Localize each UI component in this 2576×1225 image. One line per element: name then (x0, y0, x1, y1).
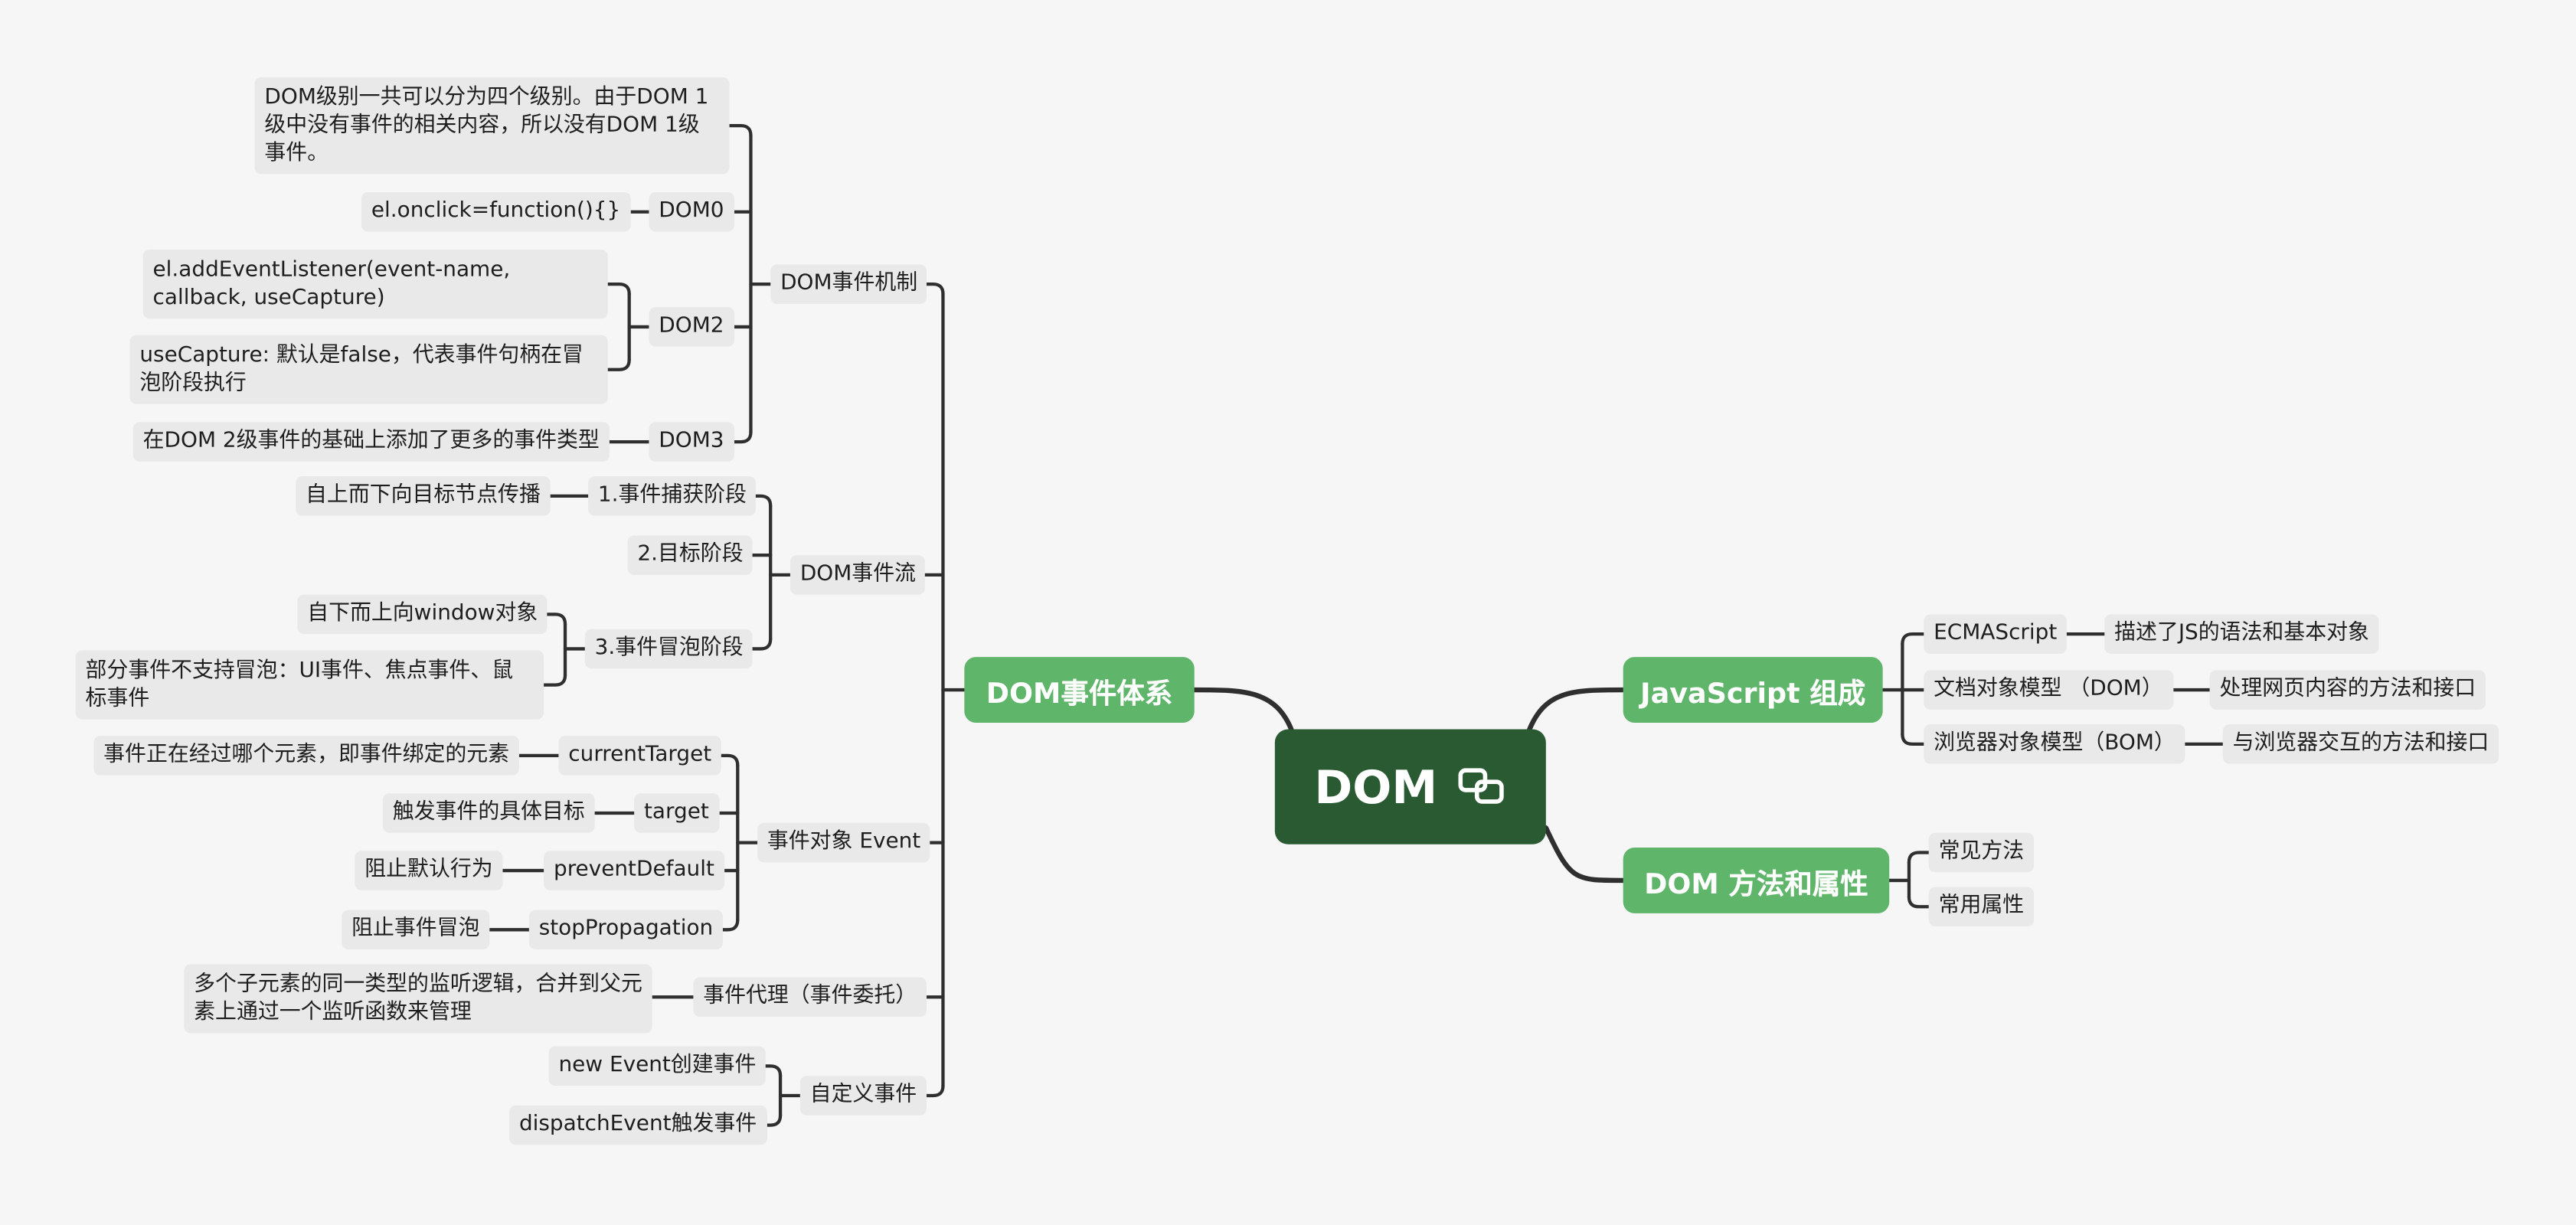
node-event-object[interactable]: 事件对象 Event (757, 822, 931, 863)
node-dom0-desc[interactable]: el.onclick=function(){} (361, 192, 631, 232)
node-dom2-listener[interactable]: el.addEventListener(event-name, callback… (142, 250, 608, 319)
node-bom-model-desc[interactable]: 与浏览器交互的方法和接口 (2222, 724, 2499, 764)
node-dom-levels-intro[interactable]: DOM级别一共可以分为四个级别。由于DOM 1级中没有事件的相关内容，所以没有D… (254, 77, 730, 175)
connector-line (765, 1113, 783, 1127)
connector-line (763, 1064, 783, 1078)
node-dom2-usecapture[interactable]: useCapture: 默认是false，代表事件句柄在冒泡阶段执行 (129, 335, 608, 404)
node-capture-phase-desc[interactable]: 自上而下向目标节点传播 (296, 476, 551, 516)
connector-line (1527, 687, 1626, 732)
connector-line (754, 494, 773, 508)
node-dom0[interactable]: DOM0 (649, 192, 734, 232)
node-target[interactable]: target (634, 793, 719, 833)
node-dom3[interactable]: DOM3 (649, 422, 734, 462)
node-dom3-desc[interactable]: 在DOM 2级事件的基础上添加了更多的事件类型 (132, 422, 610, 462)
node-current-target-desc[interactable]: 事件正在经过哪个元素，即事件绑定的元素 (93, 736, 519, 776)
node-prevent-default-desc[interactable]: 阻止默认行为 (355, 851, 503, 890)
node-bubble-phase[interactable]: 3.事件冒泡阶段 (584, 629, 754, 669)
connector-line (719, 753, 740, 767)
node-current-target[interactable]: currentTarget (558, 736, 722, 776)
root-node[interactable]: DOM (1274, 729, 1546, 844)
connector-line (606, 358, 631, 371)
connector-line (1901, 732, 1926, 746)
connector-line (541, 673, 567, 687)
node-dom-model-desc[interactable]: 处理网页内容的方法和接口 (2209, 670, 2486, 710)
connector-line (606, 283, 631, 296)
node-stop-propagation-desc[interactable]: 阻止事件冒泡 (342, 910, 490, 950)
node-common-properties[interactable]: 常用属性 (1928, 887, 2035, 927)
branch-dom-event-system[interactable]: DOM事件体系 (964, 657, 1195, 723)
node-custom-event[interactable]: 自定义事件 (799, 1076, 927, 1116)
connector-line (1192, 687, 1294, 732)
link-icon (1458, 768, 1504, 804)
node-capture-phase[interactable]: 1.事件捕获阶段 (588, 476, 757, 516)
node-event-delegation[interactable]: 事件代理（事件委托） (693, 977, 927, 1018)
node-stop-propagation[interactable]: stopPropagation (528, 910, 724, 950)
connector-line (750, 637, 773, 651)
node-prevent-default[interactable]: preventDefault (544, 851, 724, 890)
connector-line (727, 123, 753, 138)
connector-line (1543, 825, 1626, 884)
branch-dom-methods-properties[interactable]: DOM 方法和属性 (1623, 848, 1890, 913)
root-label: DOM (1314, 760, 1438, 815)
connector-line (732, 430, 753, 444)
node-target-desc[interactable]: 触发事件的具体目标 (382, 793, 595, 833)
connector-line (1907, 851, 1930, 864)
node-dom-model[interactable]: 文档对象模型 （DOM） (1924, 670, 2173, 710)
node-bubble-phase-desc2[interactable]: 部分事件不支持冒泡：UI事件、焦点事件、鼠标事件 (75, 650, 544, 720)
connector-line (721, 918, 740, 932)
node-event-delegation-desc[interactable]: 多个子元素的同一类型的监听逻辑，合并到父元素上通过一个监听函数来管理 (184, 964, 652, 1034)
node-bom-model[interactable]: 浏览器对象模型（BOM） (1924, 724, 2185, 764)
node-ecmascript-desc[interactable]: 描述了JS的语法和基本对象 (2104, 614, 2379, 654)
node-common-methods[interactable]: 常见方法 (1928, 832, 2035, 873)
node-target-phase[interactable]: 2.目标阶段 (627, 535, 754, 575)
node-event-flow[interactable]: DOM事件流 (789, 555, 926, 595)
node-dom2[interactable]: DOM2 (649, 307, 734, 347)
node-bubble-phase-desc1[interactable]: 自下而上向window对象 (297, 594, 548, 635)
connector-line (545, 612, 567, 626)
branch-javascript-composition[interactable]: JavaScript 组成 (1623, 657, 1883, 723)
node-event-mechanism[interactable]: DOM事件机制 (770, 264, 928, 304)
node-custom-dispatch[interactable]: dispatchEvent触发事件 (509, 1105, 767, 1145)
connector-line (1901, 632, 1926, 646)
connector-line (1907, 895, 1930, 909)
connector-line (924, 283, 945, 296)
node-custom-create[interactable]: new Event创建事件 (548, 1046, 767, 1086)
node-ecmascript[interactable]: ECMAScript (1924, 614, 2068, 654)
connector-line (924, 1083, 945, 1098)
